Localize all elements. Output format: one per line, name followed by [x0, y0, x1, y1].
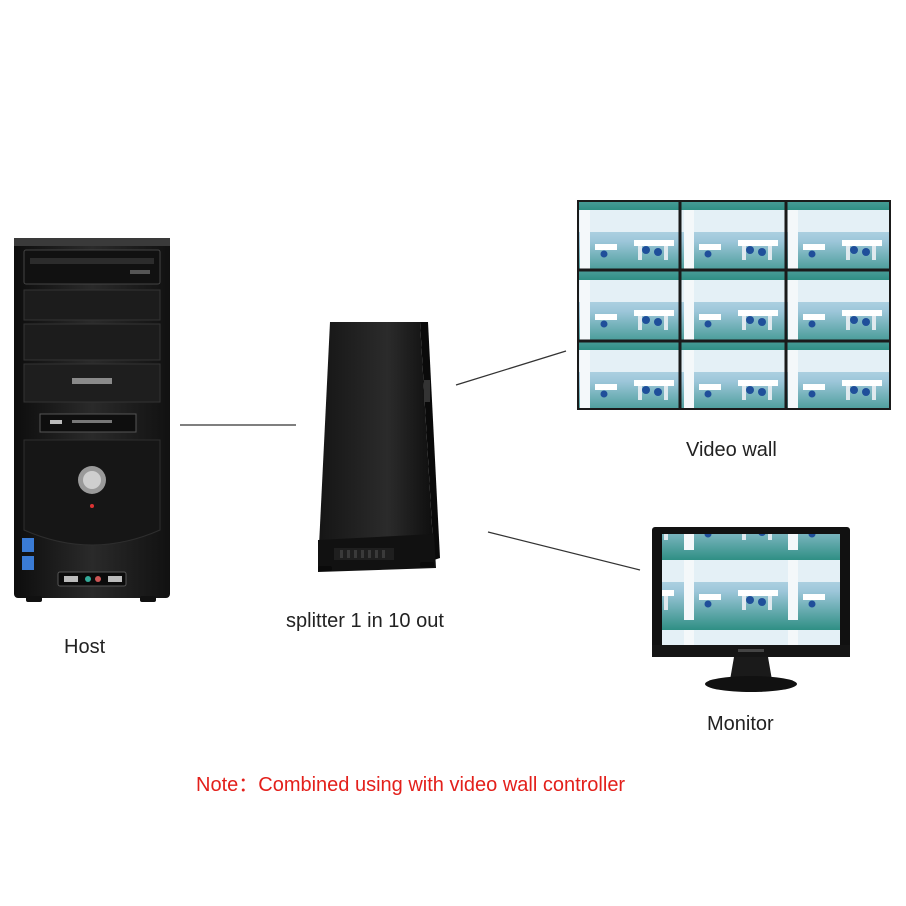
lcd-monitor-icon: [652, 527, 850, 692]
video-wall-label: Video wall: [686, 439, 777, 461]
note-body: Combined using with video wall controlle…: [258, 774, 626, 796]
note-text: Note：Combined using with video wall cont…: [196, 768, 625, 797]
desktop-tower-pc-icon: [14, 238, 170, 602]
splitter-to-monitor-line: [487, 531, 641, 571]
host-label: Host: [64, 636, 106, 658]
video-splitter-box-icon: [318, 322, 440, 572]
splitter-label: splitter 1 in 10 out: [286, 610, 444, 632]
note-prefix: Note：: [196, 774, 259, 796]
video-wall-3x3-icon: [577, 200, 891, 410]
monitor-label: Monitor: [707, 713, 774, 735]
splitter-to-videowall-line: [455, 350, 567, 386]
